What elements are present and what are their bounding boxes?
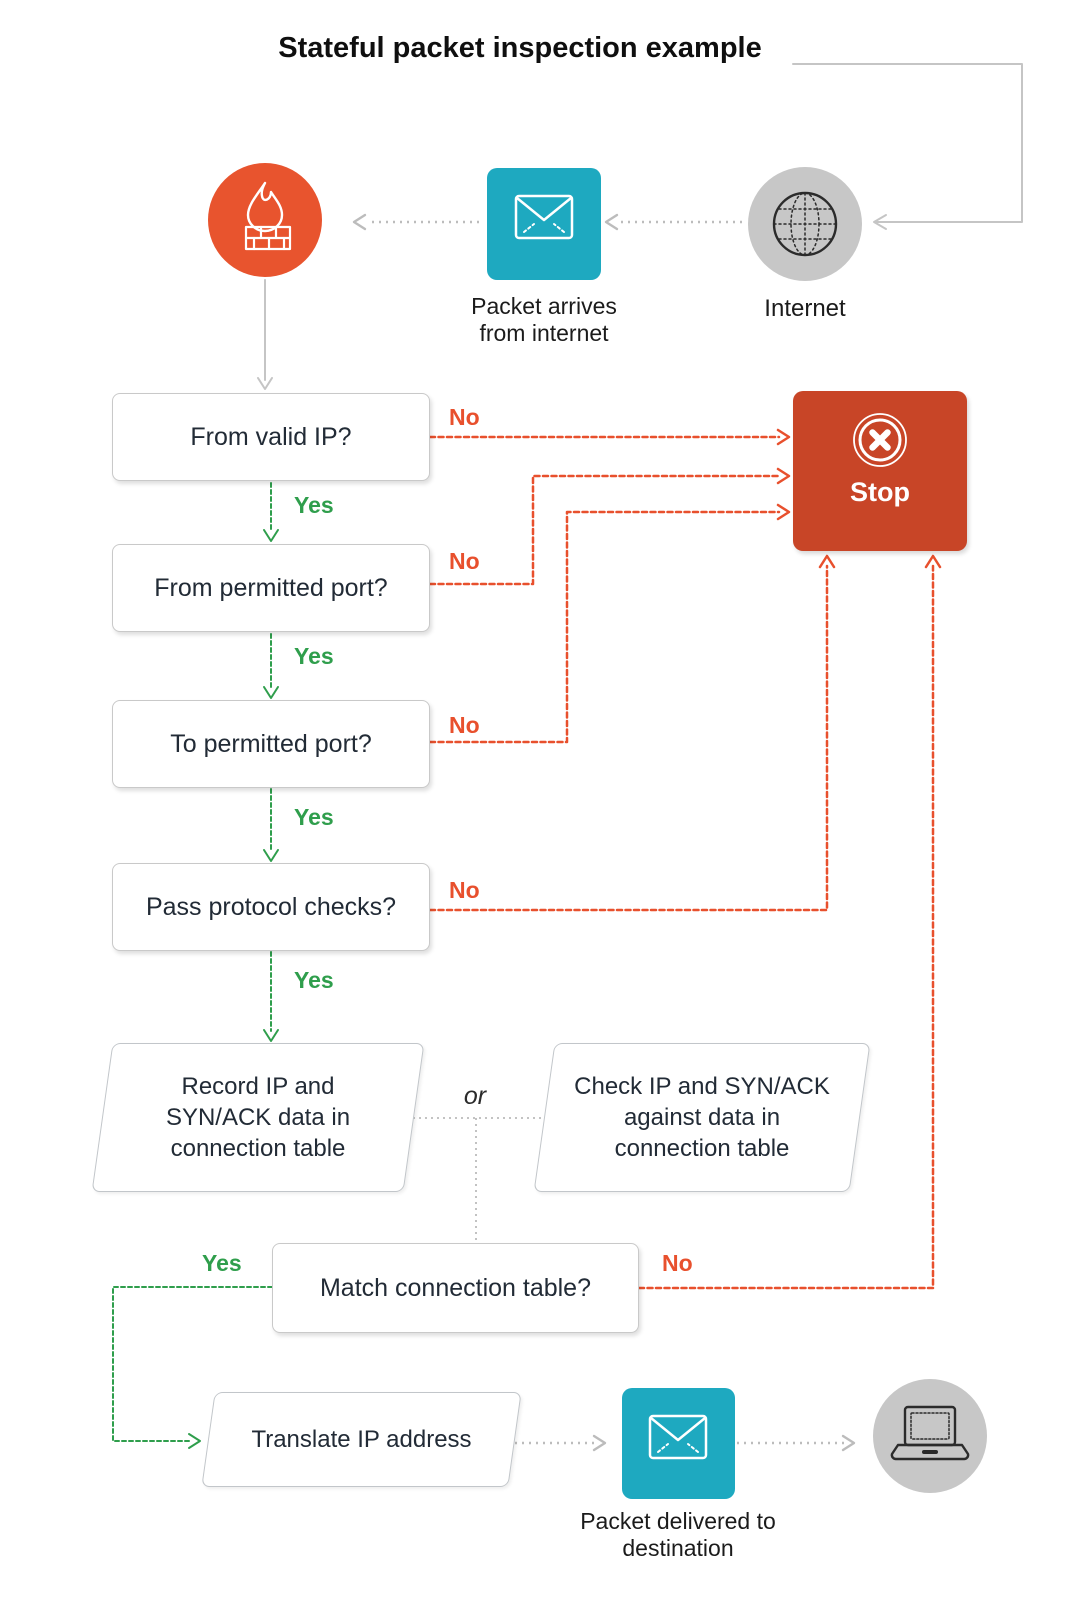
edge-or-junction bbox=[413, 1117, 545, 1241]
edge-no-1 bbox=[428, 428, 791, 446]
node-from-valid-ip: From valid IP? bbox=[112, 393, 430, 481]
node-record-label: Record IP and SYN/ACK data in connection… bbox=[165, 1072, 351, 1163]
edge-label-yes-3: Yes bbox=[294, 804, 334, 830]
or-label: or bbox=[463, 1082, 487, 1110]
internet-caption: Internet bbox=[764, 295, 846, 322]
laptop-icon bbox=[890, 1405, 970, 1461]
node-pass-protocol-checks-label: Pass protocol checks? bbox=[145, 892, 397, 921]
page-title: Stateful packet inspection example bbox=[278, 32, 762, 64]
node-record-connection-table: Record IP and SYN/ACK data in connection… bbox=[91, 1043, 425, 1192]
envelope-icon bbox=[648, 1414, 708, 1460]
edge-label-yes-4: Yes bbox=[294, 967, 334, 993]
edge-no-2 bbox=[428, 467, 791, 586]
node-match-connection-table: Match connection table? bbox=[272, 1243, 639, 1333]
edge-yes-1 bbox=[263, 482, 279, 542]
edge-label-yes-match: Yes bbox=[202, 1250, 242, 1276]
edge-label-no-4: No bbox=[449, 877, 480, 903]
node-from-permitted-port-label: From permitted port? bbox=[154, 573, 388, 602]
packet-delivered-caption: Packet delivered to destination bbox=[580, 1508, 776, 1561]
destination-node bbox=[873, 1379, 987, 1493]
stop-icon bbox=[853, 413, 907, 467]
node-to-permitted-port-label: To permitted port? bbox=[170, 729, 372, 758]
edge-translate-to-packet bbox=[515, 1434, 607, 1452]
edge-yes-2 bbox=[263, 633, 279, 699]
node-pass-protocol-checks: Pass protocol checks? bbox=[112, 863, 430, 951]
edge-label-yes-2: Yes bbox=[294, 643, 334, 669]
node-from-valid-ip-label: From valid IP? bbox=[190, 422, 352, 451]
packet-delivered-node bbox=[622, 1388, 735, 1499]
node-translate-label: Translate IP address bbox=[251, 1425, 472, 1453]
edge-label-yes-1: Yes bbox=[294, 492, 334, 518]
firewall-node bbox=[208, 163, 322, 277]
edge-no-match bbox=[637, 554, 942, 1290]
globe-icon bbox=[772, 191, 838, 257]
edge-title-to-internet bbox=[792, 63, 1023, 230]
edge-no-3 bbox=[428, 503, 791, 744]
edge-no-4 bbox=[428, 554, 836, 912]
edge-label-no-1: No bbox=[449, 404, 480, 430]
edge-label-no-match: No bbox=[662, 1250, 693, 1276]
edge-yes-match bbox=[112, 1286, 273, 1449]
envelope-icon bbox=[514, 194, 574, 240]
node-check-connection-table: Check IP and SYN/ACK against data in con… bbox=[533, 1043, 871, 1192]
edge-yes-4 bbox=[263, 951, 279, 1042]
edge-label-no-2: No bbox=[449, 548, 480, 574]
node-to-permitted-port: To permitted port? bbox=[112, 700, 430, 788]
node-match-label: Match connection table? bbox=[319, 1273, 591, 1302]
edge-packet-to-firewall bbox=[352, 213, 479, 231]
edge-packet-to-destination bbox=[737, 1434, 856, 1452]
node-from-permitted-port: From permitted port? bbox=[112, 544, 430, 632]
edge-yes-3 bbox=[263, 788, 279, 862]
node-translate-ip: Translate IP address bbox=[201, 1392, 522, 1487]
edge-label-no-3: No bbox=[449, 712, 480, 738]
internet-node bbox=[748, 167, 862, 281]
firewall-icon bbox=[244, 181, 292, 251]
packet-arrives-node bbox=[487, 168, 601, 280]
packet-arrives-caption: Packet arrives from internet bbox=[471, 293, 617, 346]
edge-firewall-down bbox=[257, 279, 273, 390]
stop-node: Stop bbox=[793, 391, 967, 551]
stop-label: Stop bbox=[850, 477, 910, 507]
node-check-label: Check IP and SYN/ACK against data in con… bbox=[574, 1072, 830, 1163]
edge-internet-to-packet bbox=[604, 213, 742, 231]
